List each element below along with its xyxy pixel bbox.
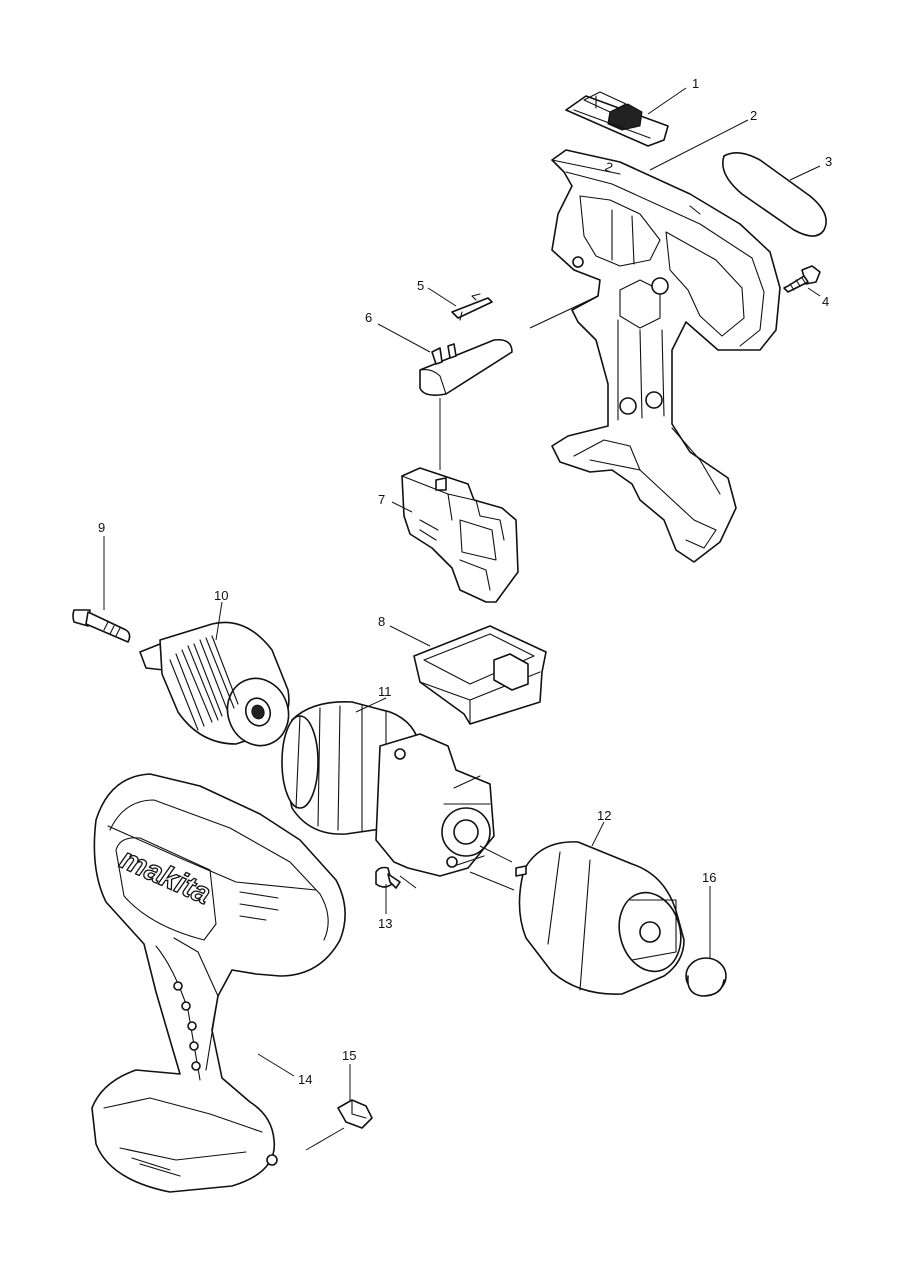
- part-11-gear-assembly[interactable]: [281, 701, 495, 877]
- label-part-14: 14: [298, 1072, 312, 1087]
- part-1-switch-lever[interactable]: [565, 91, 669, 147]
- label-part-7: 7: [378, 492, 385, 507]
- label-part-11: 11: [378, 684, 392, 699]
- part-15-clip[interactable]: [337, 1099, 373, 1129]
- label-part-5: 5: [417, 278, 424, 293]
- part-5-spring[interactable]: [451, 293, 493, 321]
- housing-mark: 2: [603, 159, 615, 176]
- part-7-switch[interactable]: [401, 467, 519, 603]
- part-2-housing-half[interactable]: 2: [551, 149, 781, 563]
- part-9-bolt[interactable]: [72, 609, 131, 643]
- part-number-labels: 1 2 3 4 5 6 7 8 9 10 11 12 13 14 15 16: [98, 76, 832, 1087]
- label-part-4: 4: [822, 294, 829, 309]
- label-part-9: 9: [98, 520, 105, 535]
- part-14-main-housing[interactable]: makita: [91, 773, 346, 1193]
- label-part-16: 16: [702, 870, 716, 885]
- label-part-6: 6: [365, 310, 372, 325]
- label-part-2: 2: [750, 108, 757, 123]
- label-part-1: 1: [692, 76, 699, 91]
- label-part-8: 8: [378, 614, 385, 629]
- part-3-name-plate[interactable]: [722, 152, 827, 237]
- part-6-switch-trigger[interactable]: [419, 338, 513, 396]
- label-part-12: 12: [597, 808, 611, 823]
- label-part-10: 10: [214, 588, 228, 603]
- label-part-3: 3: [825, 154, 832, 169]
- part-8-terminal-cover[interactable]: [413, 625, 547, 725]
- part-13-screw[interactable]: [375, 866, 401, 889]
- leader-lines: [103, 87, 821, 1151]
- label-part-15: 15: [342, 1048, 356, 1063]
- part-10-drill-chuck[interactable]: [139, 621, 298, 754]
- part-4-tapping-screw[interactable]: [783, 265, 821, 293]
- label-part-13: 13: [378, 916, 392, 931]
- part-12-motor[interactable]: [515, 841, 689, 995]
- part-16-end-cap[interactable]: [685, 957, 727, 997]
